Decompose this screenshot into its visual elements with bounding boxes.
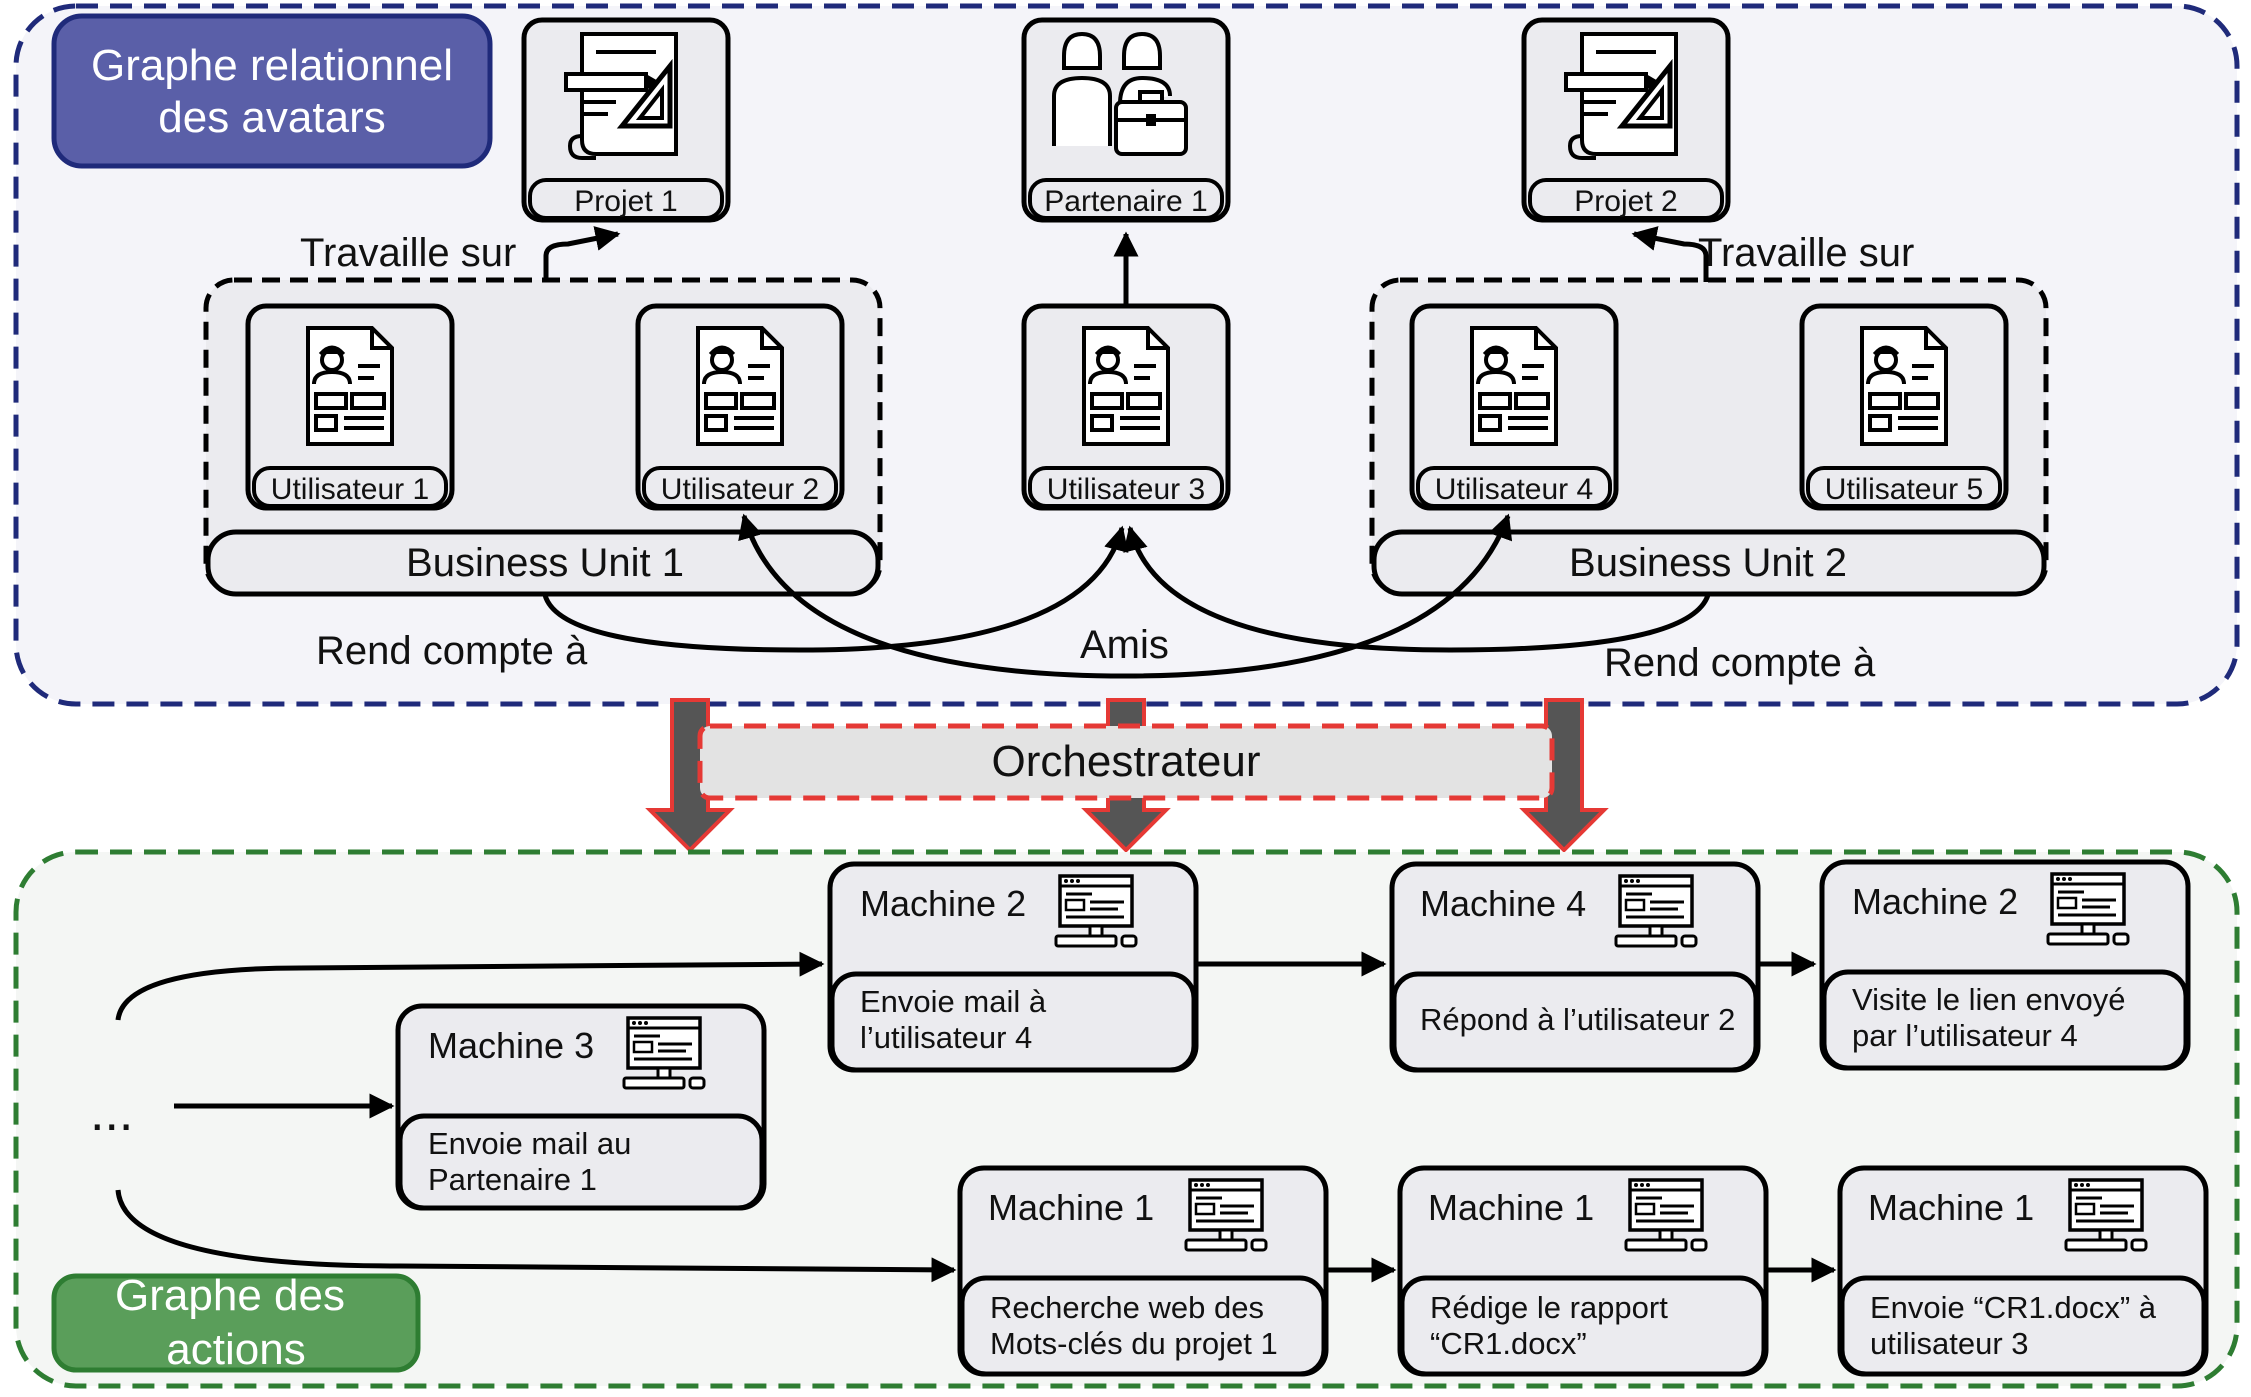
action-description: par l’utilisateur 4 [1852, 1018, 2078, 1053]
action-description: Envoie mail à [860, 984, 1047, 1019]
relational-graph-title-line2: des avatars [158, 93, 385, 142]
actions-graph-title-line1: Graphe des [115, 1271, 345, 1320]
user-4-label: Utilisateur 4 [1435, 473, 1593, 506]
user-1-node: Utilisateur 1 [245, 303, 455, 511]
orchestrator-label: Orchestrateur [992, 737, 1261, 786]
works-on-label-left: Travaille sur [300, 231, 516, 275]
action-description: utilisateur 3 [1870, 1326, 2029, 1361]
works-on-label-right: Travaille sur [1698, 231, 1914, 275]
relational-graph-panel: Graphe relationnel des avatars Business … [13, 3, 2240, 707]
computer-icon [622, 1016, 706, 1090]
user-1-label: Utilisateur 1 [271, 473, 429, 506]
friends-edge [738, 513, 1513, 679]
orchestrator-arrow-right [1519, 698, 1609, 853]
machine-name: Machine 4 [1420, 883, 1586, 924]
machine-name: Machine 1 [1428, 1187, 1594, 1228]
user-2-node: Utilisateur 2 [635, 303, 845, 511]
relational-graph-title-line1: Graphe relationnel [91, 41, 453, 90]
actions-graph-title-line2: actions [166, 1325, 305, 1374]
reports-to-label-right: Rend compte à [1604, 641, 1876, 685]
works-on-edge-left [543, 226, 621, 282]
action-description: Rédige le rapport [1430, 1290, 1668, 1325]
project-1-node: Projet 1 [521, 17, 731, 223]
actions-graph-badge [51, 1273, 421, 1373]
computer-icon [1184, 1178, 1268, 1252]
user-3-node: Utilisateur 3 [1021, 303, 1231, 511]
actions-ellipsis: ... [90, 1084, 133, 1142]
action-node: Machine 1 Envoie “CR1.docx” à utilisateu… [1837, 1165, 2209, 1377]
works-on-edge-right [1631, 226, 1709, 282]
orchestrator: Orchestrateur [645, 698, 1609, 853]
user-profile-icon [1860, 326, 1948, 446]
computer-icon [1624, 1178, 1708, 1252]
computer-icon [2046, 872, 2130, 946]
relational-graph-badge [51, 13, 493, 169]
reports-to-edge-left [542, 525, 1129, 653]
action-description: Visite le lien envoyé [1852, 982, 2125, 1017]
branch-edge-bottom [115, 1189, 957, 1283]
machine-name: Machine 1 [988, 1187, 1154, 1228]
friends-label: Amis [1080, 623, 1169, 667]
orchestrator-arrow-left [645, 698, 735, 853]
user-profile-icon [696, 326, 784, 446]
user-5-node: Utilisateur 5 [1799, 303, 2009, 511]
machine-name: Machine 3 [428, 1025, 594, 1066]
actions-graph-panel: Graphe des actions ... Machine 2 Envoie … [13, 849, 2240, 1389]
action-node: Machine 3 Envoie mail au Partenaire 1 [395, 1003, 767, 1211]
partner-1-node: Partenaire 1 [1021, 17, 1231, 223]
user-5-label: Utilisateur 5 [1825, 473, 1983, 506]
business-unit-2-bar [1371, 529, 2047, 597]
action-description: “CR1.docx” [1430, 1326, 1587, 1361]
machine-name: Machine 1 [1868, 1187, 2034, 1228]
action-description: Répond à l’utilisateur 2 [1420, 1002, 1735, 1037]
action-node: Machine 4 Répond à l’utilisateur 2 [1389, 861, 1761, 1073]
machine-name: Machine 2 [1852, 881, 2018, 922]
action-node: Machine 1 Recherche web des Mots-clés du… [957, 1165, 1329, 1377]
user-3-label: Utilisateur 3 [1047, 473, 1205, 506]
project-1-label: Projet 1 [574, 185, 677, 218]
user-profile-icon [1470, 326, 1558, 446]
branch-edge-top [115, 951, 825, 1021]
business-unit-1-bar [205, 529, 881, 597]
action-description: Mots-clés du projet 1 [990, 1326, 1278, 1361]
computer-icon [1614, 874, 1698, 948]
action-node: Machine 1 Rédige le rapport “CR1.docx” [1397, 1165, 1769, 1377]
action-description: Recherche web des [990, 1290, 1264, 1325]
action-description: Envoie mail au [428, 1126, 631, 1161]
user-2-label: Utilisateur 2 [661, 473, 819, 506]
action-description: Partenaire 1 [428, 1162, 597, 1197]
action-node: Machine 2 Envoie mail à l’utilisateur 4 [827, 861, 1199, 1073]
computer-icon [2064, 1178, 2148, 1252]
action-node: Machine 2 Visite le lien envoyé par l’ut… [1819, 859, 2191, 1071]
user-profile-icon [306, 326, 394, 446]
action-description: Envoie “CR1.docx” à [1870, 1290, 2157, 1325]
project-blueprint-icon [566, 34, 676, 158]
business-unit-1-label: Business Unit 1 [406, 541, 684, 585]
reports-to-edge-right [1123, 525, 1711, 653]
orchestrator-box [697, 723, 1555, 801]
project-2-label: Projet 2 [1574, 185, 1677, 218]
machine-name: Machine 2 [860, 883, 1026, 924]
business-unit-2-label: Business Unit 2 [1569, 541, 1847, 585]
user-profile-icon [1082, 326, 1170, 446]
computer-icon [1054, 874, 1138, 948]
reports-to-label-left: Rend compte à [316, 629, 588, 673]
partner-1-label: Partenaire 1 [1044, 185, 1207, 218]
project-2-node: Projet 2 [1521, 17, 1731, 223]
project-blueprint-icon [1566, 34, 1676, 158]
action-description: l’utilisateur 4 [860, 1020, 1032, 1055]
user-4-node: Utilisateur 4 [1409, 303, 1619, 511]
